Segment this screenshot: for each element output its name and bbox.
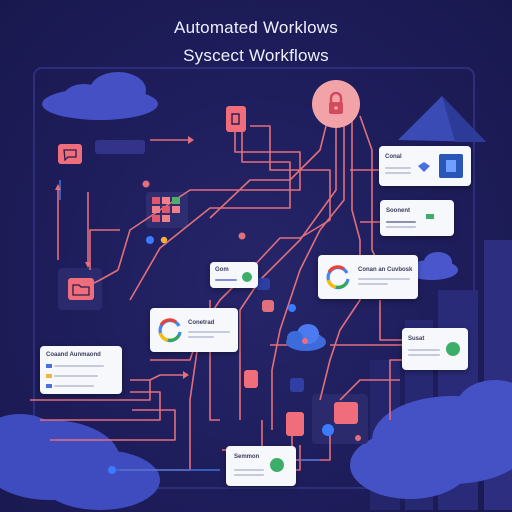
- small-node: [290, 378, 304, 392]
- card-lines: [54, 382, 94, 387]
- lock-node: [312, 80, 360, 128]
- card-label: Soonent: [386, 208, 410, 214]
- mountain-shade: [442, 96, 486, 142]
- placeholder-bar: [95, 140, 145, 154]
- chat-node: [58, 144, 82, 164]
- cloud-node: [282, 322, 328, 352]
- google-icon: [326, 265, 350, 290]
- small-node: [244, 370, 258, 388]
- card-lines: [54, 362, 104, 367]
- card-google-left: Conetrad: [150, 308, 238, 352]
- card-label: Susat: [408, 336, 425, 342]
- card-left: Coaand Aunmaond: [40, 346, 122, 394]
- card-lines: [188, 328, 230, 338]
- grid-icon: [152, 197, 180, 222]
- trigger-node: [226, 106, 246, 132]
- small-node: [322, 424, 334, 436]
- card-lines: [408, 346, 440, 356]
- status-dot: [242, 272, 252, 282]
- card-label: Gom: [215, 267, 229, 273]
- list-bullet: [46, 364, 52, 368]
- card-label: Conetrad: [188, 320, 215, 326]
- google-icon: [324, 263, 352, 291]
- folder-node: [68, 278, 94, 300]
- app-icon: [415, 158, 433, 176]
- small-node: [256, 278, 270, 290]
- page-title: Automated Worklows: [174, 18, 338, 37]
- card-google-right: Conan an Cuvbosk: [318, 255, 418, 299]
- card-right-small: Susat: [402, 328, 468, 370]
- cloud-icon: [286, 324, 326, 351]
- app-icon: [418, 162, 430, 172]
- small-node: [262, 300, 274, 312]
- document-node: [286, 412, 304, 436]
- card-lines: [54, 372, 98, 377]
- status-badge: [426, 214, 434, 219]
- chat-icon: [63, 149, 77, 162]
- card-lines: [234, 466, 264, 476]
- grid-node: [152, 197, 182, 223]
- card-label: Conan an Cuvbosk: [358, 267, 413, 273]
- cloud-right: [406, 252, 458, 280]
- cloud-bottom-right: [350, 380, 512, 499]
- list-bullet: [46, 384, 52, 388]
- card-mid-right: Soonent: [380, 200, 454, 236]
- card-label: Conal: [385, 154, 402, 160]
- page-subtitle: Syscect Workflows: [183, 46, 329, 65]
- card-lines: [215, 276, 237, 281]
- check-icon: [270, 458, 284, 472]
- frame-outline: [33, 67, 475, 489]
- sheet-icon: [439, 154, 463, 178]
- document-icon: [231, 113, 240, 125]
- lock-icon: [329, 91, 343, 114]
- card-label: Coaand Aunmaond: [46, 352, 101, 358]
- edit-node: [334, 402, 358, 424]
- card-bottom: Semmon: [226, 446, 296, 486]
- google-icon: [158, 318, 182, 343]
- list-bullet: [46, 374, 52, 378]
- card-lines: [385, 164, 411, 174]
- card-label: Semmon: [234, 454, 260, 460]
- card-center-small: Gom: [210, 262, 258, 288]
- folder-icon: [72, 284, 90, 296]
- check-icon: [446, 342, 460, 356]
- card-lines: [386, 218, 416, 228]
- google-icon: [156, 316, 184, 344]
- cloud-top-left: [42, 72, 158, 120]
- card-lines: [358, 275, 410, 285]
- card-top-right: Conal: [379, 146, 471, 186]
